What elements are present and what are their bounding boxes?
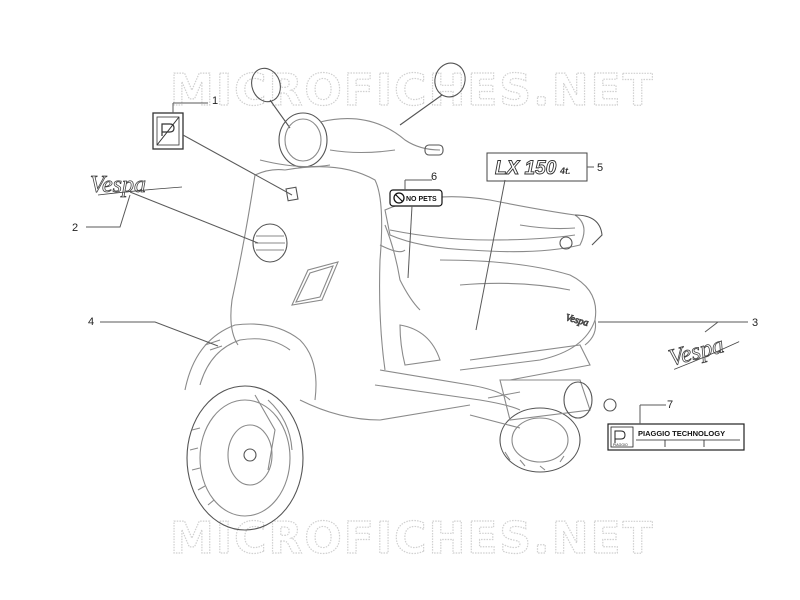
seat (384, 196, 603, 253)
vespa-script-emblem-side[interactable]: Vespa (666, 328, 742, 372)
callout-number-7: 7 (667, 399, 673, 411)
watermark-bottom: MICROFICHES.NET (170, 513, 655, 564)
callout-3: 3 (598, 317, 758, 333)
rear-body: Vespa (439, 259, 597, 381)
callout-4: 4 (88, 316, 219, 347)
side-panel-script: Vespa (564, 312, 589, 329)
callout-number-4: 4 (88, 316, 94, 328)
rear-wheel (469, 379, 617, 473)
front-wheel (186, 385, 304, 531)
callout-number-2: 2 (72, 222, 78, 234)
mirror-left (251, 67, 291, 129)
vespa-script-front-text: Vespa (90, 172, 146, 198)
lx150-badge-suffix: 4t. (559, 166, 571, 176)
callout-7: 7 (639, 399, 673, 424)
callout-number-5: 5 (597, 162, 603, 174)
callout-1: 1 (172, 95, 293, 196)
callout-number-1: 1 (212, 95, 218, 107)
callout-2: 2 (72, 191, 259, 244)
scooter-illustration: Vespa (184, 62, 617, 531)
mirror-right (399, 62, 466, 126)
lx150-model-badge[interactable]: LX 150 4t. (486, 152, 588, 182)
callout-5: 5 (475, 162, 603, 331)
frame-line (299, 399, 471, 421)
no-pets-sticker[interactable]: NO PETS (389, 189, 443, 207)
floorboard (374, 224, 521, 411)
watermark-top: MICROFICHES.NET (170, 65, 655, 116)
no-pets-text: NO PETS (406, 196, 437, 203)
front-fender (184, 323, 317, 401)
front-shield (230, 166, 386, 371)
piaggio-technology-label[interactable]: PIAGGIO PIAGGIO TECHNOLOGY (607, 423, 745, 451)
tech-label-brand: PIAGGIO (613, 443, 628, 447)
callout-6: 6 (404, 171, 437, 279)
lx150-badge-text: LX 150 (495, 158, 557, 179)
vespa-script-emblem-front[interactable]: Vespa (90, 172, 183, 198)
piaggio-logo-badge[interactable] (152, 112, 184, 150)
callout-number-6: 6 (431, 171, 437, 183)
handlebar (259, 112, 444, 168)
callout-number-3: 3 (752, 317, 758, 329)
tech-label-text: PIAGGIO TECHNOLOGY (638, 429, 725, 438)
no-pets-icon (393, 192, 405, 204)
vespa-script-side-text: Vespa (666, 332, 727, 372)
